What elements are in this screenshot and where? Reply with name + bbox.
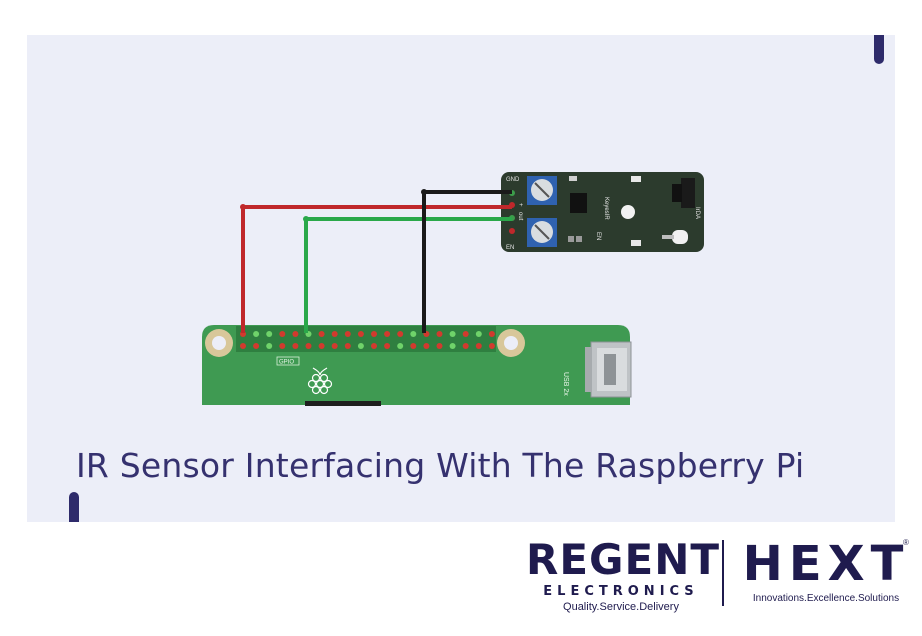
wire-ground-joint (421, 189, 427, 195)
pin-plus-label: + (517, 203, 523, 207)
gpio-pin (475, 343, 482, 349)
gpio-header (236, 326, 496, 352)
gpio-pin (292, 343, 299, 349)
gpio-pin (292, 331, 299, 337)
gpio-pin (371, 331, 377, 337)
brand-label: KeyesIR (603, 197, 609, 220)
gpio-pin (253, 343, 260, 349)
gpio-pin (305, 343, 312, 349)
hext-tagline: Innovations.Excellence.Solutions (752, 593, 900, 604)
ir-sensor-module: GND + out EN KeyesIR EN IrDA (501, 172, 704, 252)
gpio-pin (423, 343, 430, 349)
ir-led (662, 230, 688, 244)
usb-port (585, 341, 632, 398)
gpio-pin (318, 331, 325, 337)
gpio-pin (410, 343, 417, 349)
regent-wordmark: REGENT (526, 535, 720, 584)
diagram-panel (27, 35, 895, 522)
gpio-pin (266, 343, 273, 349)
accent-bar-top (874, 35, 884, 64)
gpio-pin (397, 343, 404, 349)
gpio-pin (384, 331, 391, 337)
usb-label: USB 2x (562, 372, 569, 396)
gpio-pin (318, 343, 325, 349)
gpio-label: GPIO (279, 360, 294, 366)
gpio-pin (357, 343, 364, 349)
gpio-pin (488, 343, 495, 349)
gpio-pin (397, 331, 404, 337)
pin-gnd-label: GND (506, 177, 520, 183)
regent-tagline: Quality.Service.Delivery (563, 601, 679, 613)
wire-signal-joint (303, 216, 309, 222)
raspberry-pi-board: GPIO USB 2x (202, 325, 632, 406)
wire-vcc (241, 205, 512, 333)
page-title: IR Sensor Interfacing With The Raspberry… (76, 446, 805, 485)
gpio-pin (462, 343, 469, 349)
pin-en-label: EN (506, 245, 514, 251)
logo-divider (722, 540, 724, 606)
gpio-pin (344, 331, 351, 337)
gpio-pin (371, 343, 377, 349)
raspberry-logo-icon (307, 367, 333, 395)
potentiometer-bottom (527, 218, 557, 247)
gpio-pin (449, 331, 456, 337)
gpio-pin (266, 331, 273, 337)
gpio-pin (357, 331, 364, 337)
en-label: EN (595, 232, 601, 240)
ir-label: IrDA (694, 207, 700, 219)
accent-bar-bottom (69, 492, 79, 522)
gpio-pin (253, 331, 260, 337)
potentiometer-top (527, 176, 557, 205)
gpio-pin (488, 331, 495, 337)
gpio-pin (449, 343, 456, 349)
wire-signal (304, 217, 512, 333)
registered-mark: ® (903, 538, 909, 547)
gpio-pin (279, 331, 286, 337)
regent-electronics-logo: REGENT ELECTRONICS Quality.Service.Deliv… (526, 535, 720, 622)
gpio-pin (475, 331, 482, 337)
hext-wordmark: HEXT (742, 536, 910, 592)
gpio-pin (410, 331, 417, 337)
gpio-pin (436, 343, 443, 349)
hext-logo: HEXT ® Innovations.Excellence.Solutions (736, 538, 916, 608)
gpio-pin (436, 331, 443, 337)
gpio-pin (279, 343, 286, 349)
ir-receiver (672, 178, 695, 208)
gpio-pin (384, 343, 391, 349)
pin-out-label: out (517, 212, 523, 221)
gpio-pin (331, 343, 338, 349)
gpio-pin (344, 343, 351, 349)
wire-vcc-joint (240, 204, 246, 210)
gpio-pin (462, 331, 469, 337)
electronics-wordmark: ELECTRONICS (543, 584, 699, 599)
wire-ground (422, 190, 512, 333)
gpio-pin (240, 343, 246, 349)
gpio-pin (331, 331, 338, 337)
